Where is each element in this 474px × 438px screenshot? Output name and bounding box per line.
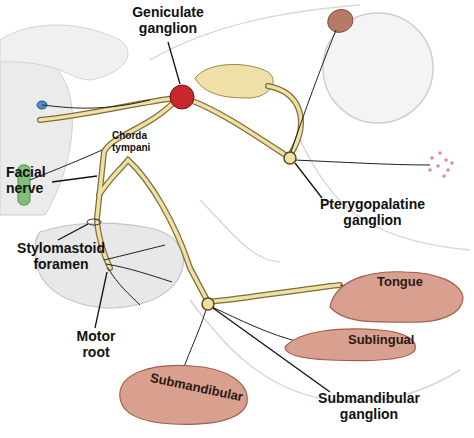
nasal-glands [428, 151, 454, 178]
organ-shape: Tongue [325, 262, 467, 332]
anatomy-label: Submandibular ganglion [298, 390, 440, 422]
anatomy-label: Chorda tympani [112, 130, 164, 154]
pterygopalatine-ganglion-symbol [284, 152, 296, 164]
anatomy-label: Facial nerve [6, 164, 61, 196]
geniculate-ganglion [170, 85, 194, 109]
organ-outline [325, 262, 467, 332]
organ-fill [285, 329, 415, 361]
organ-fill [120, 365, 247, 424]
organ-name: Sublingual [348, 332, 414, 347]
organ-name: Tongue [377, 274, 423, 289]
skull-outline [150, 5, 470, 401]
stylomastoid-foramen [87, 219, 101, 225]
submandibular-ganglion-symbol [202, 298, 214, 310]
brain [0, 25, 128, 80]
organ-shape: Sublingual [280, 322, 420, 364]
leader-line [52, 42, 330, 392]
anatomy-label: Geniculate ganglion [118, 4, 218, 36]
organ-shape: Submandibular [112, 358, 252, 430]
anatomy-label: Pterygopalatine ganglion [305, 196, 440, 228]
trigeminal-ganglion [195, 64, 273, 98]
anatomy-label: Motor root [68, 328, 124, 360]
organ-fill [330, 272, 463, 322]
anatomy-label: Stylomastoid foramen [2, 240, 120, 272]
lacrimal-gland [328, 10, 353, 33]
